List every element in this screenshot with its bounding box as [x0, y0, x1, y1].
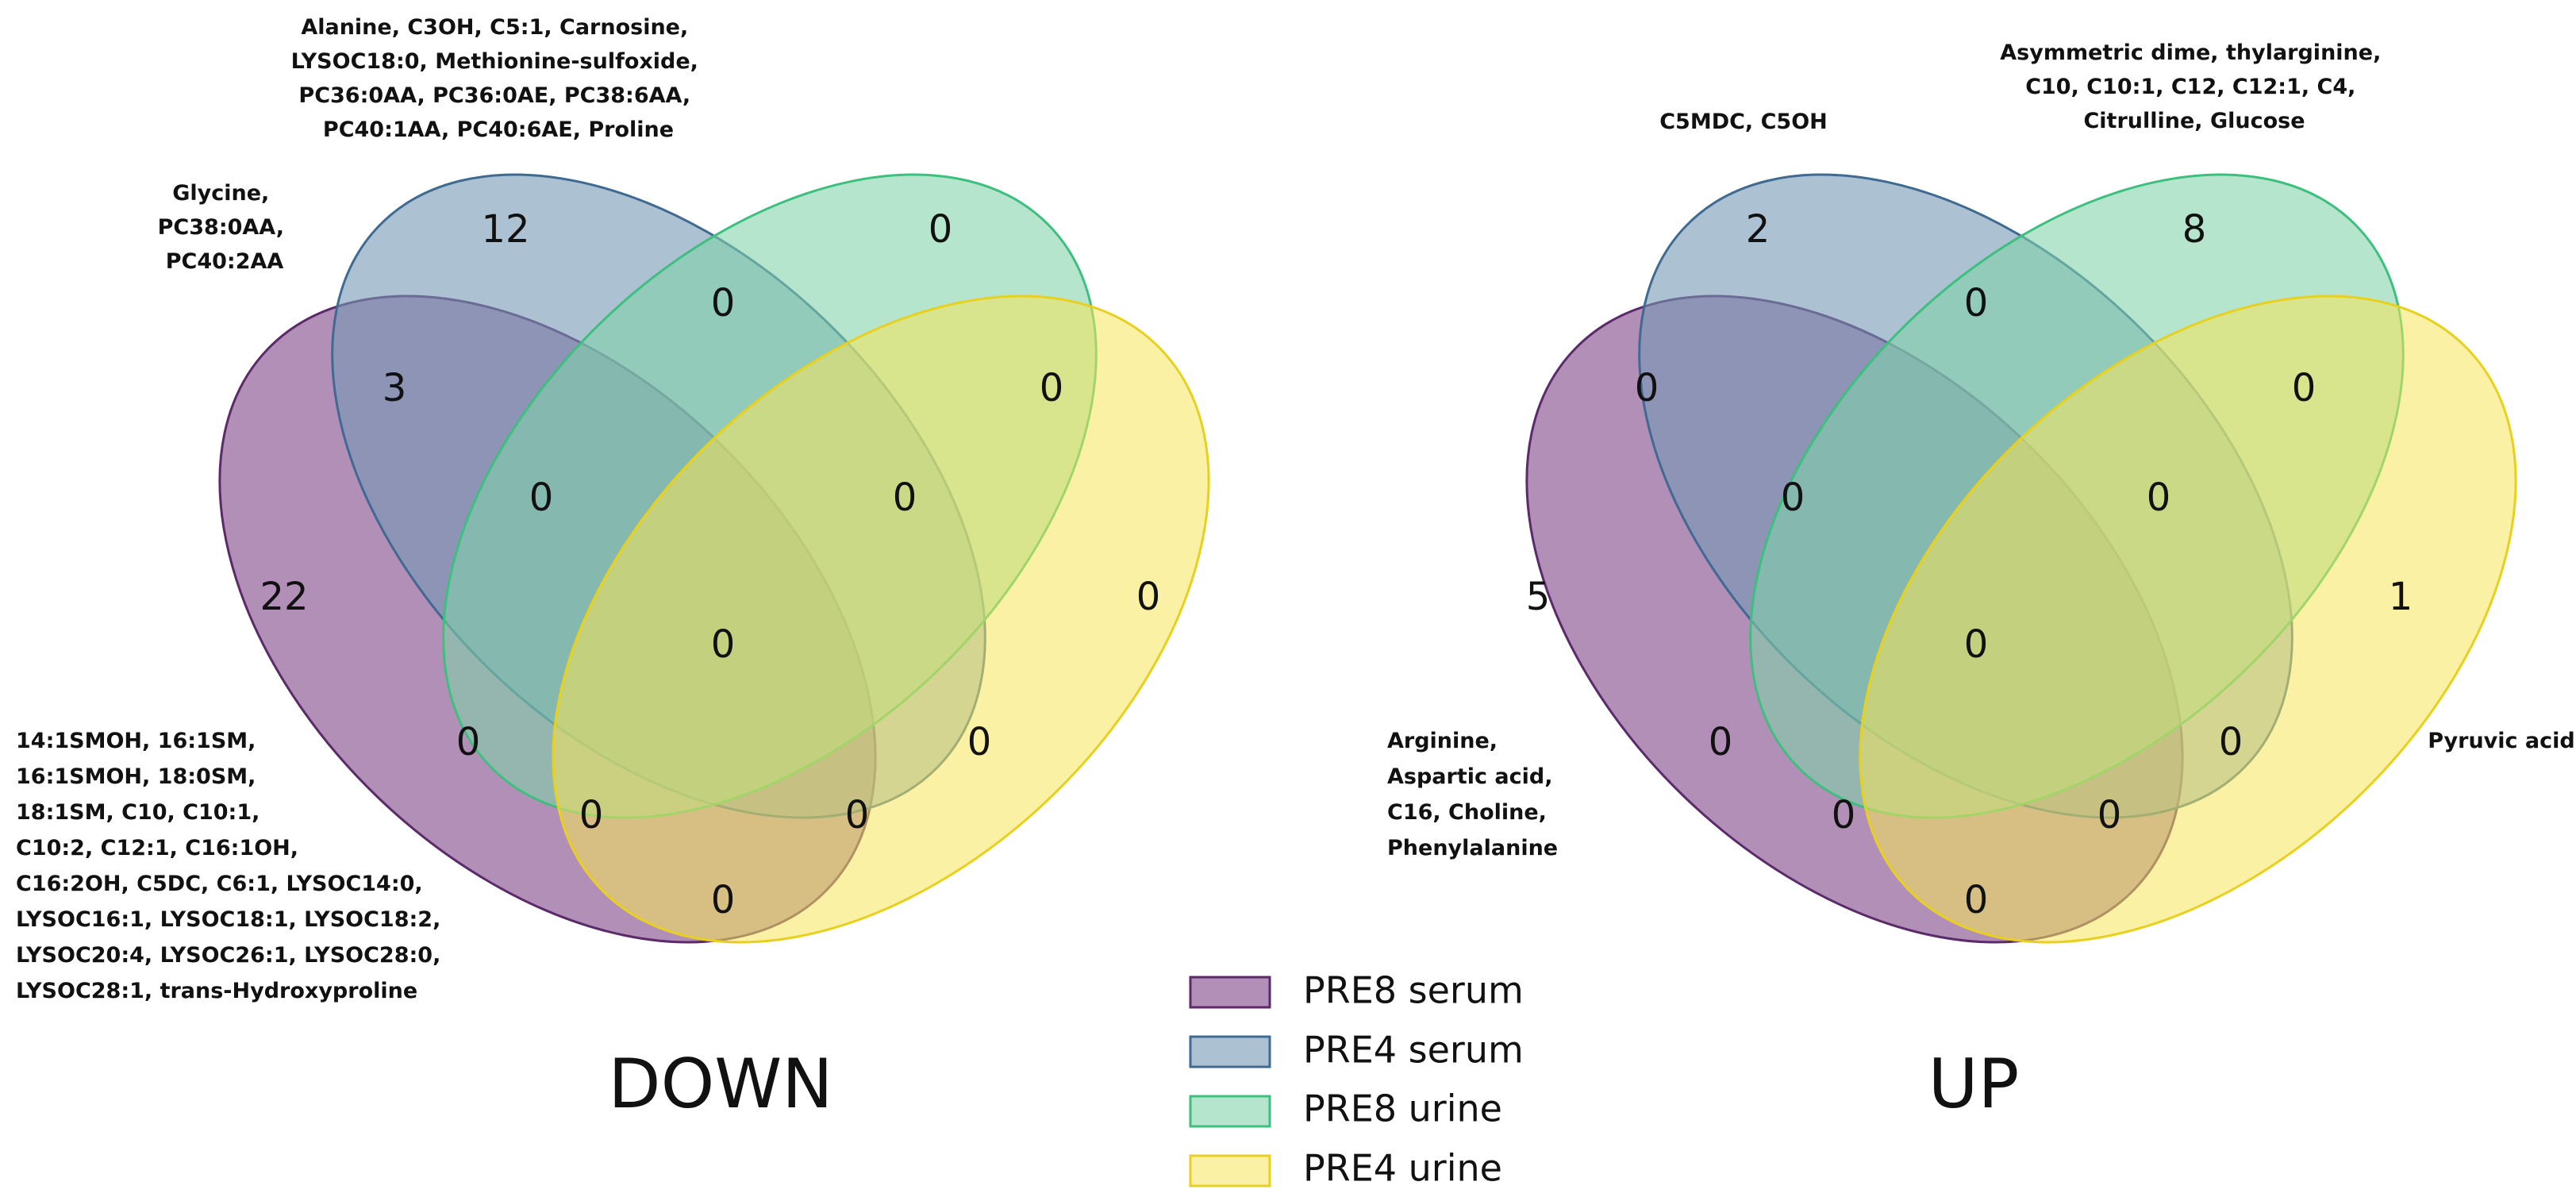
count-up-pre8s-pre4s-pre4u: 0 — [2097, 793, 2122, 837]
count-up-pre4-urine-only: 1 — [2389, 575, 2413, 619]
legend-swatch-pre4-urine — [1189, 1154, 1271, 1188]
annotation-up-pre8-serum-only: Arginine, Aspartic acid, C16, Choline, P… — [1387, 729, 1560, 860]
legend-label-pre8-serum: PRE8 serum — [1303, 969, 1524, 1012]
diagram-title-up: UP — [1928, 1045, 2020, 1124]
legend-item-pre4-urine: PRE4 urine — [1189, 1147, 1502, 1190]
count-up-pre8-urine-only: 8 — [2182, 207, 2207, 252]
count-up-pre4s-pre4u: 0 — [2219, 720, 2243, 764]
count-down-pre8s-pre4s: 3 — [383, 366, 407, 410]
count-up-pre4s-pre8u-pre4u: 0 — [2147, 475, 2171, 520]
count-down-pre4s-pre8u: 0 — [711, 281, 736, 325]
count-up-pre8s-pre8u: 0 — [1709, 720, 1733, 764]
count-up-pre8u-pre4u: 0 — [2292, 366, 2316, 410]
count-up-pre4s-pre8u: 0 — [1964, 281, 1989, 325]
legend-swatch-pre8-urine — [1189, 1095, 1271, 1128]
count-down-pre8s-pre4s-pre4u: 0 — [845, 793, 870, 837]
count-down-pre4-serum-only: 12 — [481, 207, 529, 252]
count-down-pre8s-pre4s-pre8u: 0 — [529, 475, 554, 520]
count-up-all-four: 0 — [1964, 622, 1989, 667]
annotation-down-pre8-serum-only: 14:1SMOH, 16:1SM, 16:1SMOH, 18:0SM, 18:1… — [16, 729, 448, 1003]
count-down-pre8s-pre8u-pre4u: 0 — [579, 793, 604, 837]
legend-swatch-pre8-serum — [1189, 976, 1271, 1009]
legend-swatch-pre4-serum — [1189, 1035, 1271, 1068]
legend-label-pre4-urine: PRE4 urine — [1303, 1147, 1502, 1190]
count-down-pre4-urine-only: 0 — [1136, 575, 1161, 619]
annotation-up-pre4-serum-only: C5MDC, C5OH — [1659, 110, 1828, 134]
count-down-pre4s-pre8u-pre4u: 0 — [893, 475, 917, 520]
count-down-pre8s-pre8u: 0 — [456, 720, 481, 764]
count-down-pre8-urine-only: 0 — [929, 207, 953, 252]
legend-item-pre8-urine: PRE8 urine — [1189, 1087, 1502, 1130]
venn-down: 12 0 0 3 0 0 0 22 0 0 0 0 0 0 0 Alanine,… — [16, 15, 1210, 1124]
annotation-down-pre4-serum-only: Alanine, C3OH, C5:1, Carnosine, LYSOC18:… — [291, 15, 706, 142]
count-down-pre8s-pre4u: 0 — [711, 878, 736, 922]
annotation-down-pre8s-pre4s: Glycine, PC38:0AA, PC40:2AA — [158, 181, 292, 274]
ellipse-pre4-urine — [552, 294, 1210, 944]
count-up-pre8s-pre4u: 0 — [1964, 878, 1989, 922]
count-up-pre8s-pre8u-pre4u: 0 — [1832, 793, 1856, 837]
count-up-pre8s-pre4s: 0 — [1635, 366, 1659, 410]
diagram-title-down: DOWN — [608, 1045, 832, 1124]
count-up-pre4-serum-only: 2 — [1746, 207, 1771, 252]
count-up-pre8-serum-only: 5 — [1526, 575, 1551, 619]
annotation-up-pre4-urine-only: Pyruvic acid — [2428, 729, 2575, 753]
legend-item-pre8-serum: PRE8 serum — [1189, 969, 1524, 1012]
legend-label-pre8-urine: PRE8 urine — [1303, 1087, 1502, 1130]
count-down-pre8-serum-only: 22 — [260, 575, 308, 619]
count-down-all-four: 0 — [711, 622, 736, 667]
count-up-pre8s-pre4s-pre8u: 0 — [1781, 475, 1805, 520]
legend: PRE8 serum PRE4 serum PRE8 urine PRE4 ur… — [1189, 969, 1524, 1190]
count-down-pre8u-pre4u: 0 — [1040, 366, 1064, 410]
legend-label-pre4-serum: PRE4 serum — [1303, 1029, 1524, 1072]
venn-up: 2 8 0 0 0 0 0 5 1 0 0 0 0 0 0 C5MDC, C5O… — [1387, 40, 2575, 1124]
ellipse-pre4-urine — [1859, 294, 2517, 944]
annotation-up-pre8-urine-only: Asymmetric dime, thylarginine, C10, C10:… — [2000, 40, 2389, 133]
count-down-pre4s-pre4u: 0 — [967, 720, 992, 764]
legend-item-pre4-serum: PRE4 serum — [1189, 1029, 1524, 1072]
